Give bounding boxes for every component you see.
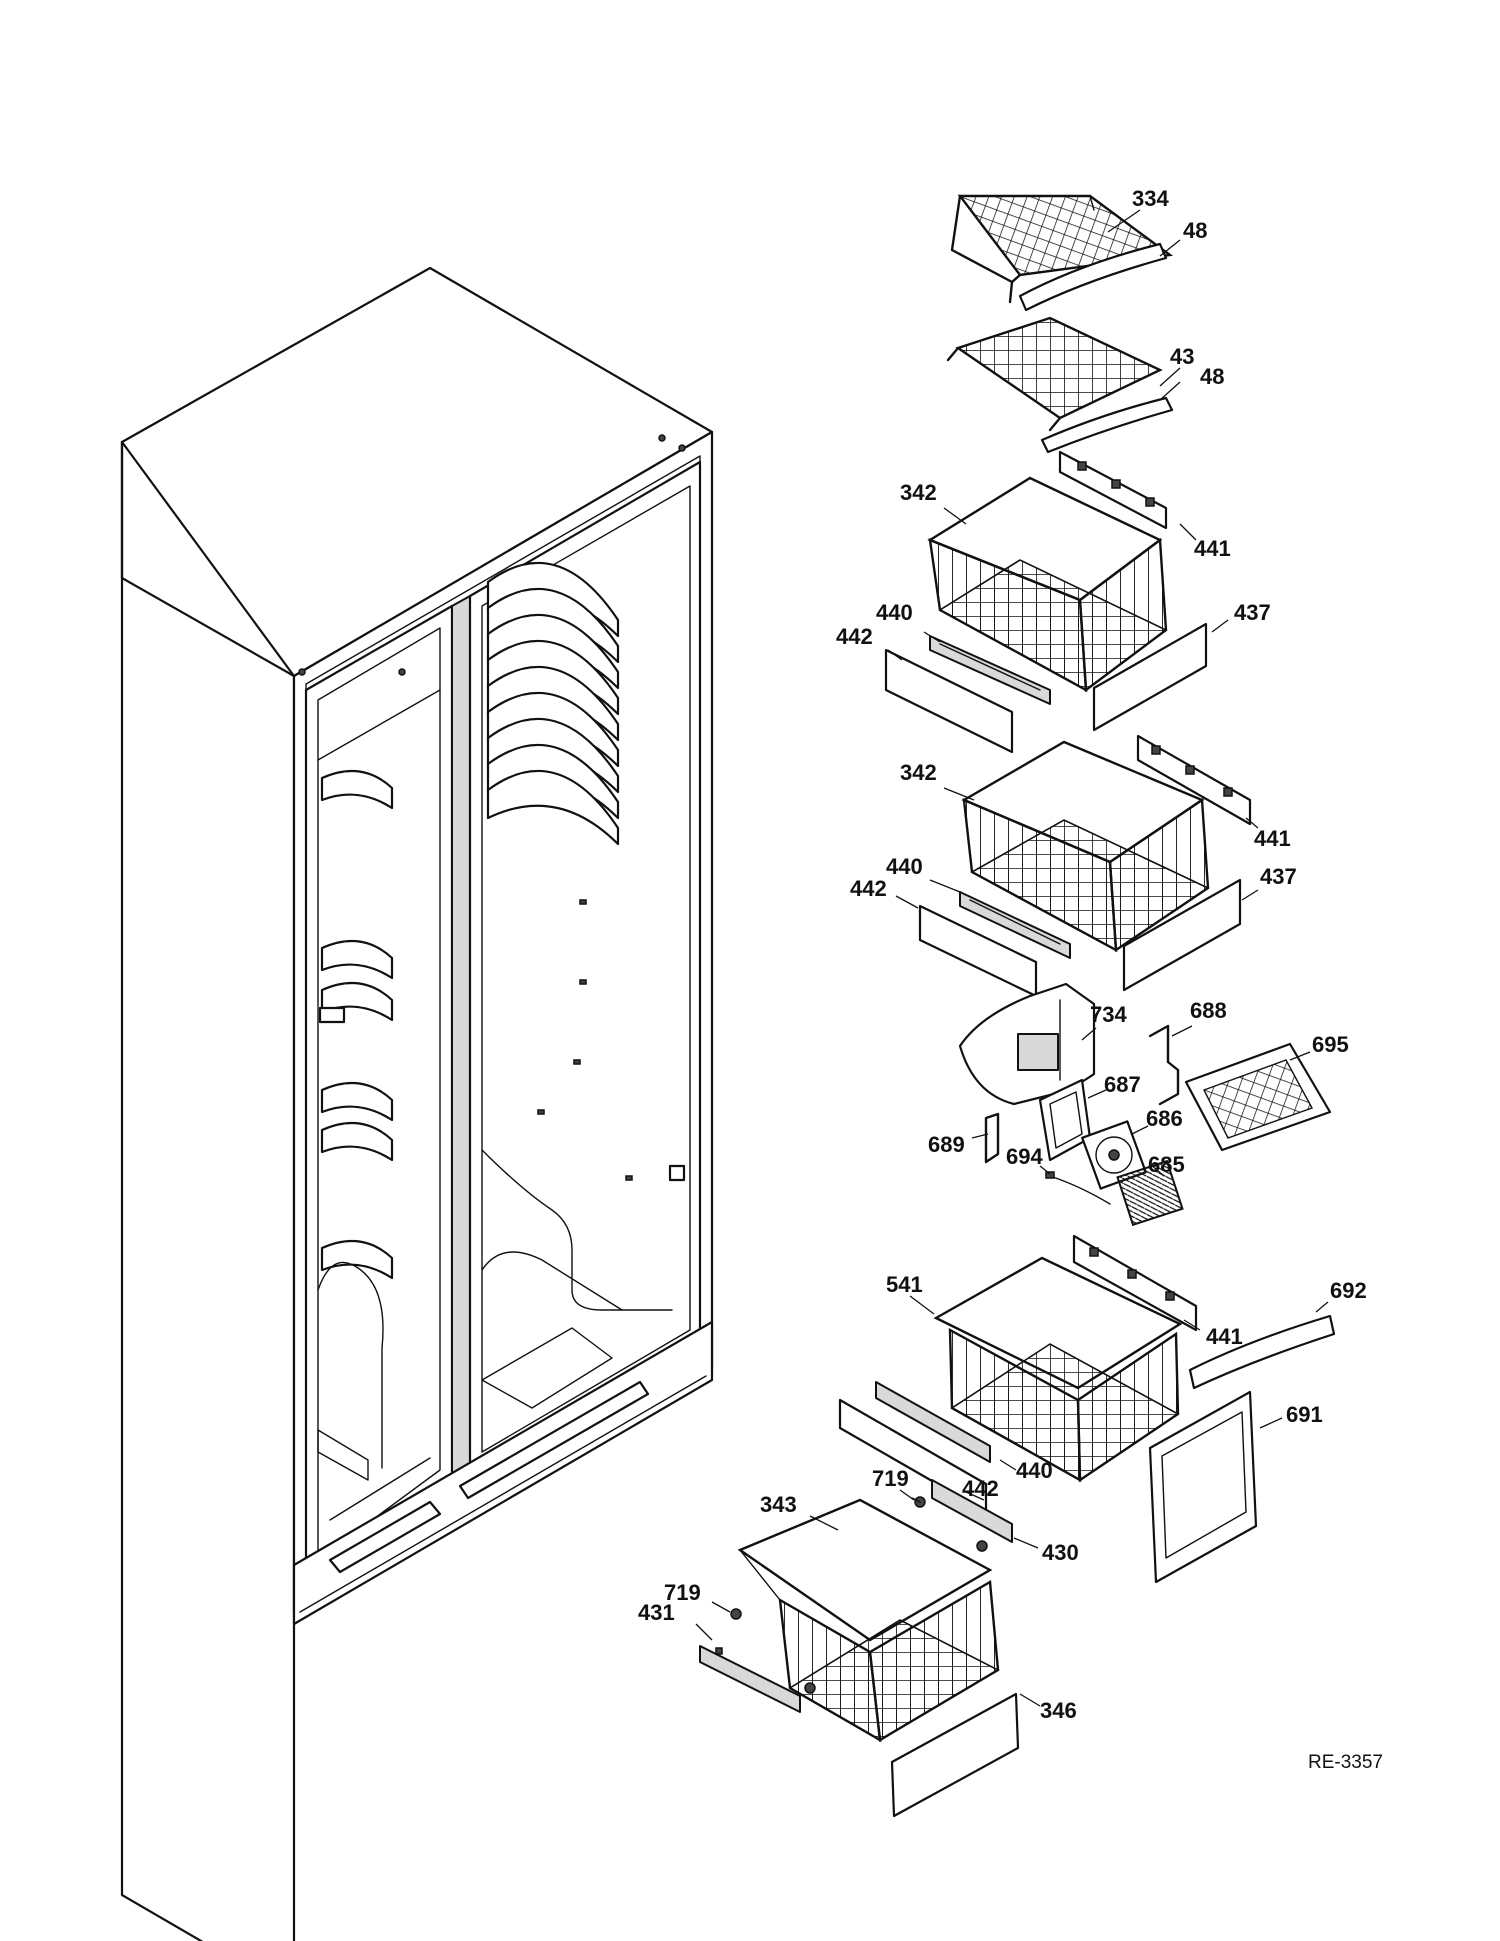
fresh-food-shelf-rails [486,561,620,846]
callout-342-upper: 342 [900,480,937,505]
basket-front-437-upper [1092,622,1208,732]
callout-441-lower: 441 [1206,1324,1243,1349]
callout-431: 431 [638,1600,675,1625]
callout-440-upper: 440 [876,600,913,625]
callout-labels: 334 48 43 48 342 441 440 442 437 342 441… [638,186,1367,1723]
basket-front-437-mid [1122,878,1242,992]
reference-code: RE-3357 [1308,1752,1383,1773]
freezer-shelf-supports [318,769,394,1280]
callout-734: 734 [1090,1002,1127,1027]
callout-440-lower: 440 [1016,1458,1053,1483]
bracket-688 [1148,1024,1180,1106]
wire-harness-694 [1045,1171,1111,1205]
basket-slide-rail-441-lower [1072,1234,1198,1332]
drawer-front-frame-691 [1148,1390,1258,1584]
shelf-trim-48-lower [1040,396,1174,454]
callout-692: 692 [1330,1278,1367,1303]
basket-slide-rail-441-upper [1058,450,1168,530]
bracket-689 [984,1112,1000,1164]
callout-48-upper: 48 [1183,218,1207,243]
basket-slide-rail-441-mid [1136,734,1252,826]
basket-slide-440-lower [875,1381,991,1463]
callout-440-mid: 440 [886,854,923,879]
cover-695 [1184,1042,1332,1152]
callout-695: 695 [1312,1032,1349,1057]
callout-688: 688 [1190,998,1227,1023]
basket-front-346 [890,1692,1020,1818]
callout-437-mid: 437 [1260,864,1297,889]
callout-437-upper: 437 [1234,600,1271,625]
fan-grille-685 [1116,1159,1184,1227]
callout-442-upper: 442 [836,624,873,649]
callout-689: 689 [928,1132,965,1157]
callout-43: 43 [1170,344,1194,369]
callout-686: 686 [1146,1106,1183,1131]
callout-694: 694 [1006,1144,1043,1169]
shelf-trim-48-top [1018,242,1168,312]
callout-541: 541 [886,1272,923,1297]
screw-719-upper [911,1496,988,1552]
callout-342-lower: 342 [900,760,937,785]
refrigerator-cabinet [120,266,714,1941]
callout-442-lower: 442 [962,1476,999,1501]
callout-687: 687 [1104,1072,1141,1097]
callout-48-lower: 48 [1200,364,1224,389]
callout-441-upper: 441 [1194,536,1231,561]
callout-343: 343 [760,1492,797,1517]
slide-431 [699,1645,801,1713]
callout-334: 334 [1132,186,1169,211]
basket-slide-440-upper [929,635,1051,705]
callout-442-mid: 442 [850,876,887,901]
callout-719-upper: 719 [872,1466,909,1491]
callout-719-lower: 719 [664,1580,701,1605]
callout-346: 346 [1040,1698,1077,1723]
callout-685: 685 [1148,1152,1185,1177]
slide-430 [931,1479,1013,1543]
callout-430: 430 [1042,1540,1079,1565]
freezer-basket-342-upper [927,476,1168,693]
screw-719-lower [730,1608,816,1694]
basket-cover-442-upper [884,648,1014,754]
callout-691: 691 [1286,1402,1323,1427]
freezer-basket-343 [737,1498,1000,1743]
freezer-basket-342-lower [961,740,1210,953]
leader-lines [695,209,1329,1707]
wire-shelf-43 [946,316,1163,432]
handle-692 [1188,1314,1336,1390]
fan-blade-686 [1081,1120,1147,1190]
freezer-basket-541 [933,1256,1183,1483]
basket-slide-440-mid [959,891,1071,959]
callout-441-mid: 441 [1254,826,1291,851]
